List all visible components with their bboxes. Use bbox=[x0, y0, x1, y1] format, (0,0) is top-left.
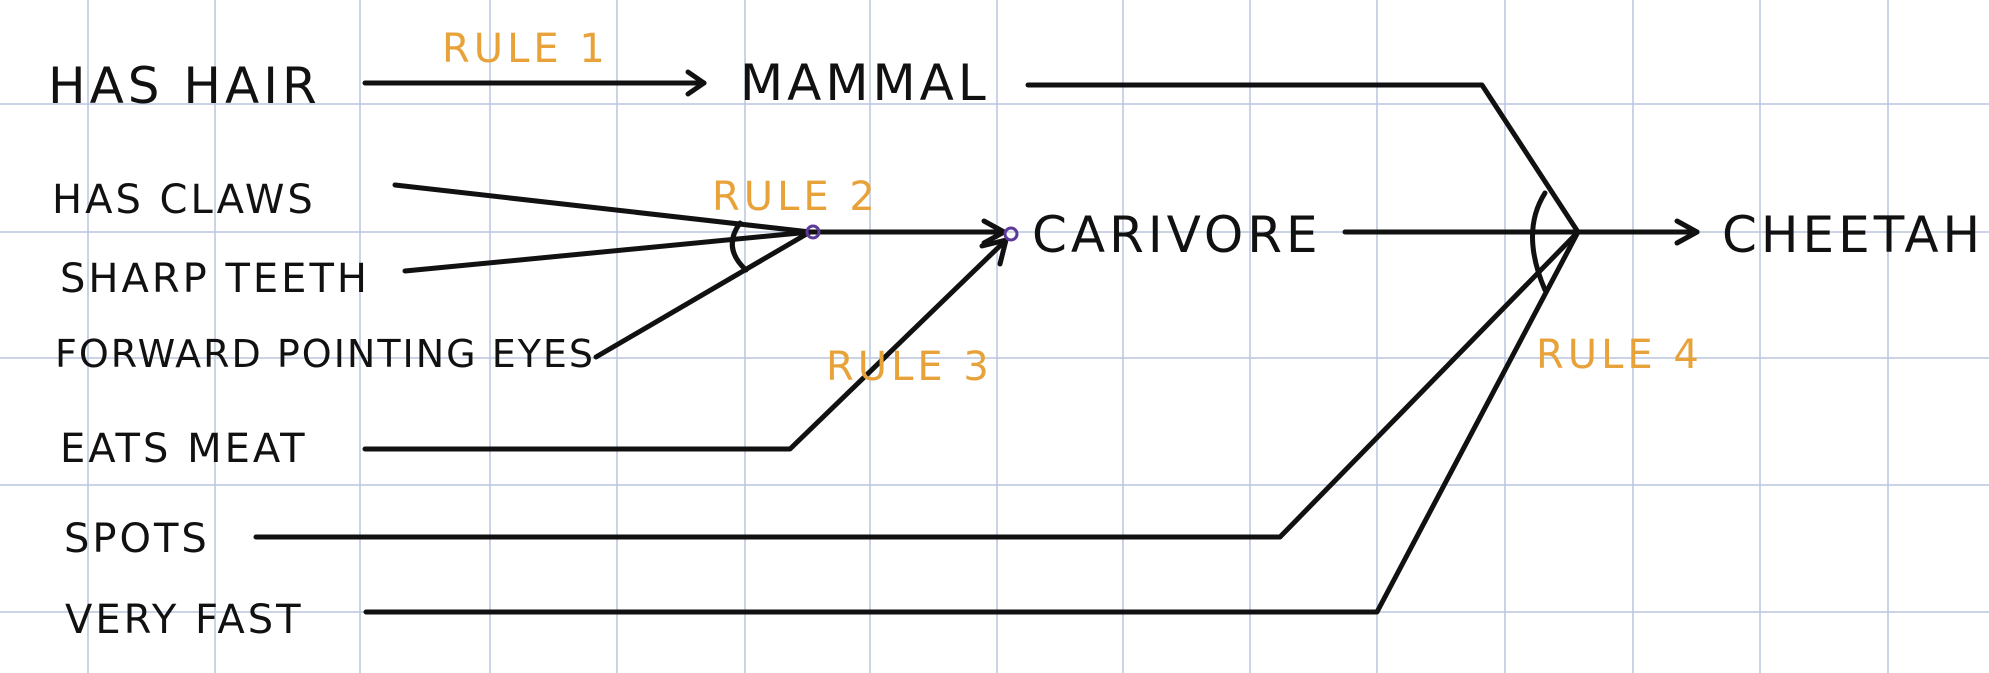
rule2-junction-marker bbox=[805, 224, 821, 240]
fact-has-claws: HAS CLAWS bbox=[52, 177, 316, 223]
edge-forward-eyes bbox=[593, 229, 813, 360]
conclusion-mammal: MAMMAL bbox=[740, 54, 990, 112]
arrowhead-carnivore-rule3 bbox=[979, 237, 1009, 267]
edge-very-fast-to-cheetah bbox=[363, 229, 1581, 615]
rule-label-3: RULE 3 bbox=[826, 344, 993, 390]
edge-spots-to-cheetah bbox=[253, 229, 1581, 540]
arrowhead-mammal bbox=[685, 69, 707, 97]
conclusion-carnivore: CARIVORE bbox=[1032, 206, 1322, 264]
carnivore-node-marker bbox=[1003, 226, 1019, 242]
fact-has-hair: HAS HAIR bbox=[48, 57, 321, 115]
rule-label-4: RULE 4 bbox=[1536, 332, 1703, 378]
edge-mammal-to-cheetah bbox=[1025, 82, 1581, 235]
edge-sharp-teeth bbox=[402, 229, 813, 274]
rule4-and-arc bbox=[1530, 190, 1548, 293]
rule-label-2: RULE 2 bbox=[712, 174, 879, 220]
conclusion-cheetah: CHEETAH bbox=[1722, 206, 1984, 264]
edge-eats-meat-to-carnivore bbox=[362, 237, 1009, 452]
fact-very-fast: VERY FAST bbox=[65, 597, 304, 643]
rule-label-1: RULE 1 bbox=[442, 26, 609, 72]
fact-spots: SPOTS bbox=[64, 516, 210, 562]
fact-eats-meat: EATS MEAT bbox=[60, 426, 308, 472]
arrowhead-cheetah bbox=[1674, 218, 1700, 246]
fact-sharp-teeth: SHARP TEETH bbox=[60, 256, 370, 302]
fact-forward-pointing-eyes: FORWARD POINTING EYES bbox=[55, 332, 595, 376]
rule2-and-arc bbox=[729, 220, 749, 273]
